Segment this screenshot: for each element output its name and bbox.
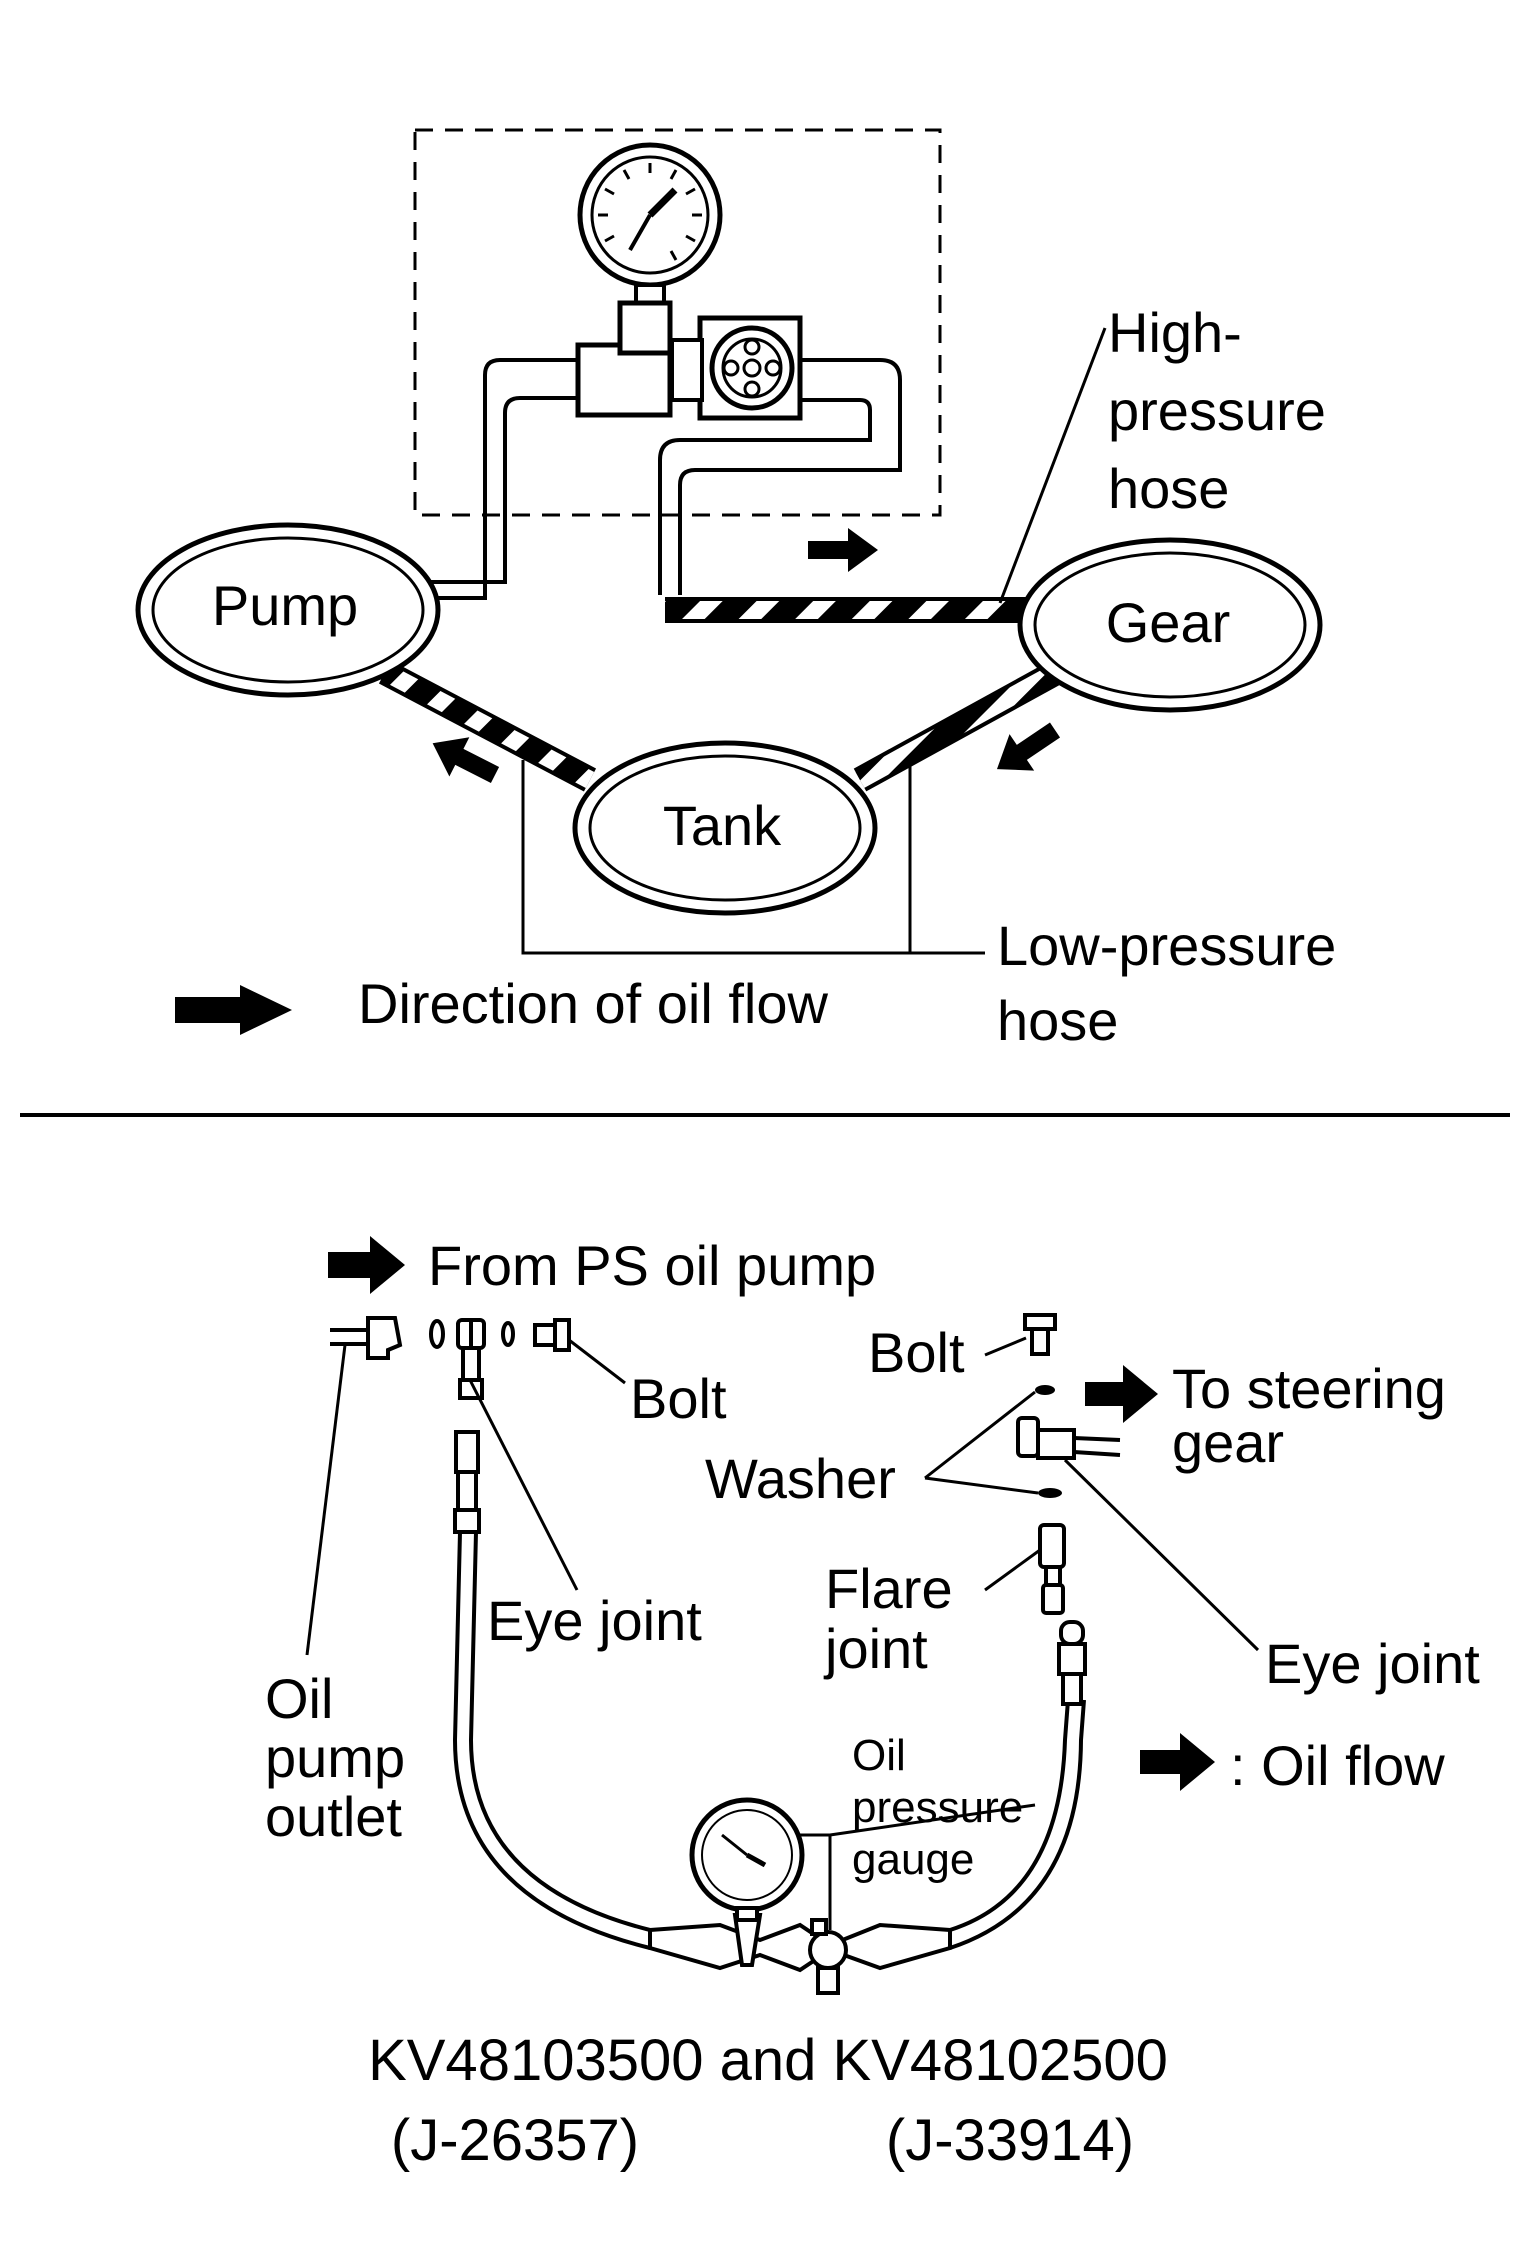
high-pressure-leader bbox=[998, 327, 1107, 604]
oil-pump-outlet-leader bbox=[305, 1344, 347, 1656]
bolt-left-leader bbox=[568, 1338, 626, 1385]
low-pressure-label-2: hose bbox=[997, 989, 1118, 1052]
oil-pressure-gauge-leaders bbox=[800, 1803, 1036, 1930]
bolt-left-label: Bolt bbox=[630, 1367, 727, 1430]
washer-leaders bbox=[924, 1390, 1039, 1495]
oil-pressure-gauge-label-2: pressure bbox=[852, 1783, 1023, 1832]
oil-pump-outlet-label-1: Oil bbox=[265, 1667, 333, 1730]
tank-node: Tank bbox=[572, 740, 878, 916]
to-gear-arrow-icon bbox=[1085, 1365, 1158, 1423]
flare-joint-icon bbox=[1038, 1523, 1066, 1615]
oil-pressure-gauge-label-1: Oil bbox=[852, 1731, 906, 1780]
bolt-right-leader bbox=[984, 1336, 1027, 1357]
tank-label: Tank bbox=[663, 794, 782, 857]
hose-fitting-left bbox=[453, 1430, 481, 1534]
eye-joint-left-label: Eye joint bbox=[487, 1589, 702, 1652]
pump-node: Pump bbox=[135, 522, 441, 698]
oil-pressure-gauge-label-3: gauge bbox=[852, 1835, 974, 1884]
flow-arrow-icon bbox=[808, 528, 878, 572]
tool-numbers: KV48103500 and KV48102500 bbox=[368, 2028, 1168, 2093]
tool-code-2: (J-33914) bbox=[886, 2108, 1134, 2173]
tester-box bbox=[413, 128, 942, 517]
flow-arrow-icon bbox=[432, 737, 500, 784]
gear-label: Gear bbox=[1106, 591, 1231, 654]
flare-joint-label-2: joint bbox=[823, 1617, 928, 1680]
gear-node: Gear bbox=[1017, 537, 1323, 713]
bolt-left-icon bbox=[533, 1318, 571, 1352]
bolt-right-label: Bolt bbox=[868, 1321, 965, 1384]
flare-joint-label-1: Flare bbox=[825, 1557, 953, 1620]
to-gear-label-2: gear bbox=[1172, 1411, 1284, 1474]
low-pressure-box bbox=[521, 760, 985, 955]
oil-flow-legend: : Oil flow bbox=[1230, 1734, 1445, 1797]
eye-joint-left-leader bbox=[468, 1379, 579, 1591]
direction-legend: Direction of oil flow bbox=[358, 972, 829, 1035]
direction-arrow-icon bbox=[175, 985, 292, 1035]
low-pressure-label-1: Low-pressure bbox=[997, 914, 1336, 977]
washer-right-icon bbox=[1035, 1385, 1062, 1498]
low-pressure-hose-right bbox=[853, 658, 1067, 792]
oil-flow-arrow-icon bbox=[1140, 1733, 1215, 1791]
washer-icon bbox=[429, 1319, 515, 1349]
eye-joint-right-label: Eye joint bbox=[1265, 1632, 1480, 1695]
flow-arrow-icon bbox=[996, 722, 1061, 771]
washer-label: Washer bbox=[705, 1447, 896, 1510]
tester-pipe bbox=[430, 358, 902, 600]
tool-code-1: (J-26357) bbox=[391, 2108, 639, 2173]
oil-pump-outlet-fitting bbox=[330, 1316, 403, 1360]
oil-pump-outlet-label-2: pump bbox=[265, 1726, 405, 1789]
to-gear-label-1: To steering bbox=[1172, 1357, 1446, 1420]
gauge-hose bbox=[452, 1531, 1086, 1950]
gauge-body bbox=[648, 1913, 952, 1995]
oil-pressure-gauge-icon bbox=[689, 1797, 805, 1922]
valve-icon bbox=[670, 315, 803, 421]
oil-pump-outlet-label-3: outlet bbox=[265, 1785, 402, 1848]
eye-joint-right-icon bbox=[1016, 1416, 1121, 1460]
from-pump-label: From PS oil pump bbox=[428, 1234, 876, 1297]
high-pressure-label-2: pressure bbox=[1108, 379, 1326, 442]
low-pressure-hose-left bbox=[378, 660, 597, 792]
tee-fitting bbox=[575, 300, 673, 418]
high-pressure-label-1: High- bbox=[1108, 301, 1242, 364]
eye-joint-left-icon bbox=[456, 1318, 486, 1400]
pressure-gauge-icon bbox=[577, 142, 723, 307]
from-pump-arrow-icon bbox=[328, 1236, 405, 1294]
eye-joint-right-leader bbox=[1063, 1458, 1260, 1652]
flare-joint-leader bbox=[984, 1548, 1041, 1592]
bolt-right-icon bbox=[1023, 1313, 1057, 1356]
pump-label: Pump bbox=[212, 574, 358, 637]
high-pressure-label-3: hose bbox=[1108, 457, 1229, 520]
hose-fitting-right bbox=[1057, 1620, 1087, 1706]
